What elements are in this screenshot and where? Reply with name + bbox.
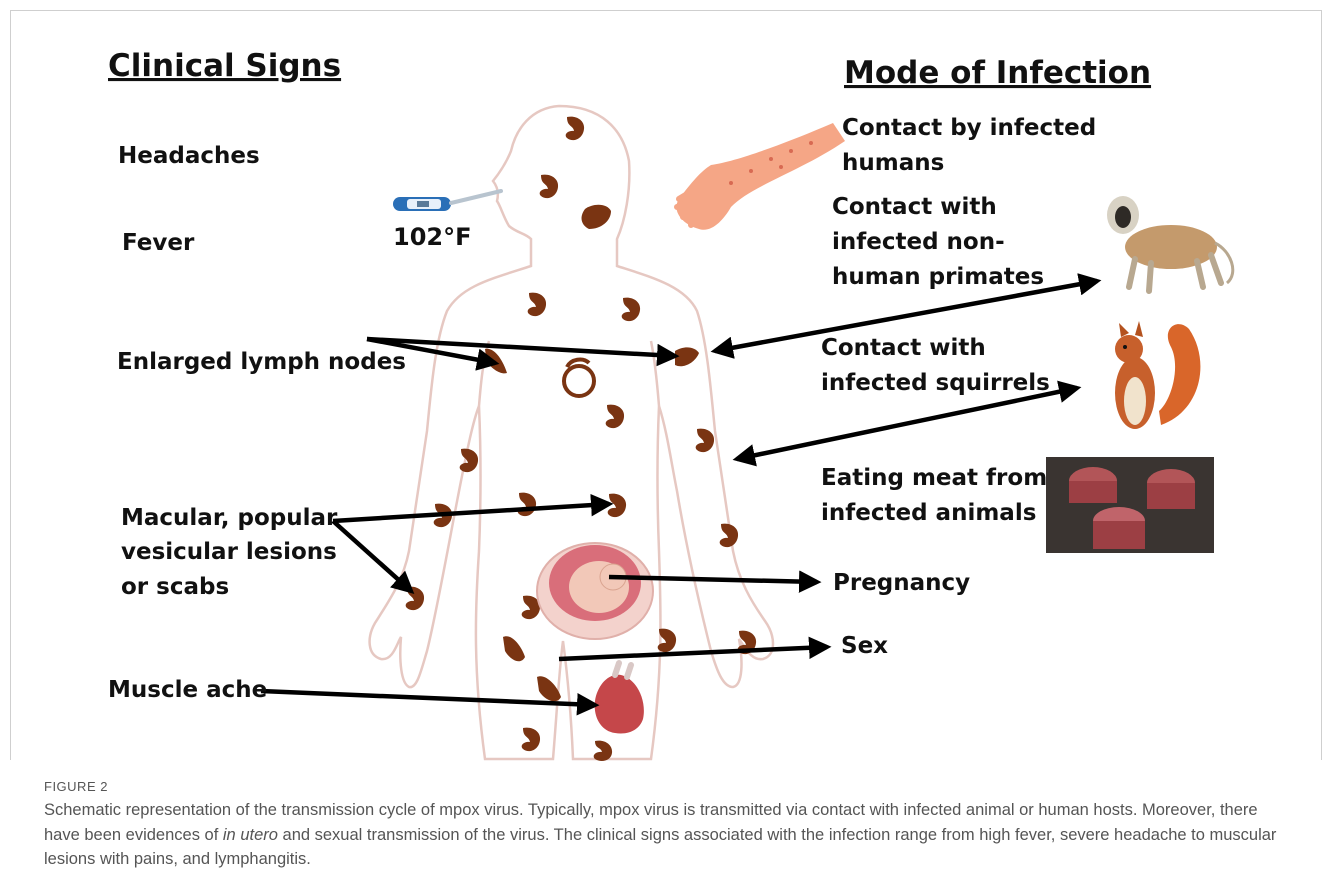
figure-panel: Clinical Signs Mode of Infection Headach…: [10, 10, 1322, 760]
arrow-lesions-left: [333, 521, 411, 591]
thermometer-icon: [393, 191, 501, 211]
fetus-icon: [537, 543, 653, 639]
label-fever: Fever: [122, 230, 195, 256]
label-lesions-line1: Macular, popular: [121, 505, 338, 531]
caption-italic-term: in utero: [223, 826, 278, 844]
label-squirrels-line2: infected squirrels: [821, 370, 1050, 396]
label-lesions-line2: vesicular lesions: [121, 539, 337, 565]
label-primates-line1: Contact with: [832, 194, 997, 220]
label-humans-line1: Contact by infected: [842, 115, 1096, 141]
label-sex: Sex: [841, 633, 888, 659]
mode-of-infection-heading: Mode of Infection: [844, 55, 1151, 91]
label-meat-line2: infected animals: [821, 500, 1036, 526]
label-primates-line2: infected non-: [832, 229, 1005, 255]
label-enlarged-lymph-nodes: Enlarged lymph nodes: [117, 349, 406, 375]
meat-image: [1046, 457, 1214, 553]
figure-label: FIGURE 2: [44, 779, 108, 794]
label-squirrels-line1: Contact with: [821, 335, 986, 361]
infected-arm-icon: [676, 123, 845, 230]
label-lesions-line3: or scabs: [121, 574, 229, 600]
label-pregnancy: Pregnancy: [833, 570, 970, 596]
label-primates-line3: human primates: [832, 264, 1044, 290]
temperature-reading: 102°F: [393, 223, 472, 251]
monkey-icon: [1107, 196, 1233, 291]
mpox-diagram: Clinical Signs Mode of Infection Headach…: [11, 11, 1322, 761]
label-headaches: Headaches: [118, 143, 260, 169]
squirrel-icon: [1115, 321, 1200, 429]
label-humans-line2: humans: [842, 150, 944, 176]
figure-caption: Schematic representation of the transmis…: [44, 798, 1294, 872]
clinical-signs-heading: Clinical Signs: [108, 48, 341, 84]
arrow-squirrels: [737, 388, 1077, 459]
label-meat-line1: Eating meat from: [821, 465, 1047, 491]
label-muscle-ache: Muscle ache: [108, 677, 267, 703]
